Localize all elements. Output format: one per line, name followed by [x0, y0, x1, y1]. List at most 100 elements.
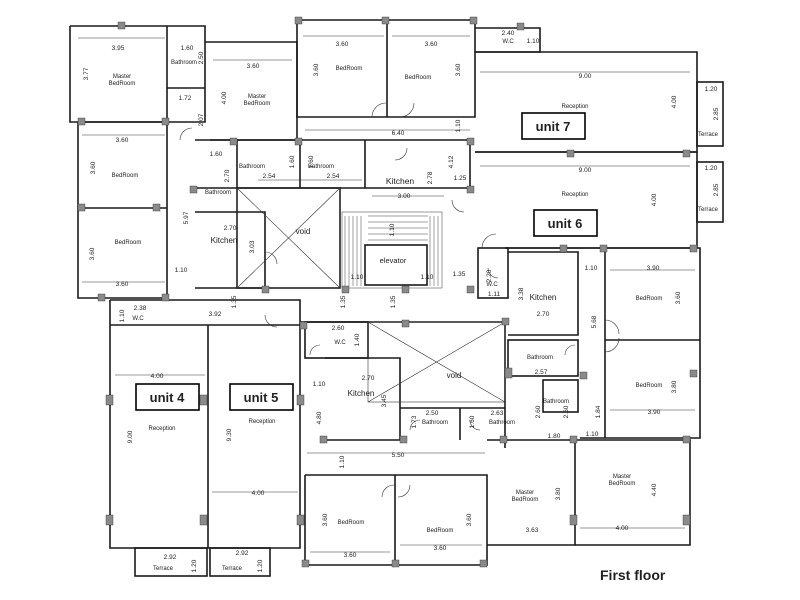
- dimension-label: 1.10: [389, 223, 396, 236]
- dimension-label: 1.35: [340, 295, 347, 308]
- room-label: Terrace: [698, 132, 719, 138]
- room-label: BedRoom: [115, 240, 142, 246]
- room-label: BedRoom: [427, 528, 454, 534]
- dimension-label: 1.10: [351, 274, 364, 281]
- room-label: Bathroom: [489, 420, 515, 426]
- dimension-label: 3.60: [90, 161, 97, 174]
- dimension-label: 2.92: [236, 550, 249, 557]
- dimension-label: 3.60: [116, 281, 129, 288]
- dimension-label: 4.00: [151, 373, 164, 380]
- room-labels: Master BedRoom Bathroom Master BedRoom B…: [109, 39, 719, 572]
- room-label: Terrace: [698, 207, 719, 213]
- void-areas: [236, 187, 506, 403]
- dimension-label: 4.00: [651, 193, 658, 206]
- dimension-label: 6.40: [392, 130, 405, 137]
- walls: [69, 19, 724, 577]
- dimension-label: 1.60: [210, 151, 223, 158]
- dimension-label: 3.60: [322, 513, 329, 526]
- dimension-label: 4.12: [448, 155, 455, 168]
- room-label: Kitchen: [348, 389, 375, 398]
- dimension-label: 4.00: [221, 91, 228, 104]
- dimension-label: 3.77: [83, 67, 90, 80]
- dimension-label: 3.95: [112, 45, 125, 52]
- room-label: BedRoom: [112, 173, 139, 179]
- dimension-label: 2.92: [164, 554, 177, 561]
- dimension-label: 3.92: [209, 311, 222, 318]
- room-label: elevator: [380, 256, 407, 265]
- dimension-label: 3.60: [247, 63, 260, 70]
- dimension-label: 2.78: [427, 171, 434, 184]
- dimension-label: 1.40: [354, 333, 361, 346]
- dimension-label: 5.50: [392, 452, 405, 459]
- dimension-label: 2.60: [535, 405, 542, 418]
- dimension-label: 3.60: [434, 545, 447, 552]
- dimension-label: 1.60: [181, 45, 194, 52]
- room-label: Reception: [561, 104, 588, 110]
- dimension-label: 3.60: [116, 137, 129, 144]
- dimension-label: 4.00: [671, 95, 678, 108]
- dimension-label: 2.60: [563, 405, 570, 418]
- dimension-label: 1.60: [308, 155, 315, 168]
- room-label: Bathroom: [239, 164, 265, 170]
- room-label: Reception: [148, 426, 175, 432]
- dimension-label: 2.20: [486, 269, 493, 282]
- dimension-label: 1.10: [586, 431, 599, 438]
- dimension-label: 4.00: [252, 490, 265, 497]
- doors: [179, 102, 620, 498]
- dimension-label: 2.07: [198, 113, 205, 126]
- room-label: Bathroom: [527, 355, 553, 361]
- dimension-label: 3.80: [671, 380, 678, 393]
- dimension-label: 1.35: [390, 295, 397, 308]
- dimension-label: 2.63: [491, 410, 504, 417]
- dimension-label: 2.54: [263, 173, 276, 180]
- room-label: Bathroom: [543, 399, 569, 405]
- dimension-label: 4.80: [316, 411, 323, 424]
- dimension-label: 1.35: [231, 295, 238, 308]
- dimension-label: 3.45: [381, 394, 388, 407]
- dimension-label: 9.00: [579, 167, 592, 174]
- dimension-label: 3.03: [249, 240, 256, 253]
- room-label: BedRoom: [609, 481, 636, 487]
- room-label: W.C: [486, 282, 498, 288]
- dimension-label: 2.54: [327, 173, 340, 180]
- dimension-label: 1.10: [175, 267, 188, 274]
- dimension-label: 1.80: [548, 433, 561, 440]
- room-label: Master: [113, 74, 131, 80]
- dimension-label: 1.11: [488, 291, 501, 298]
- room-label: Terrace: [222, 566, 243, 572]
- dimension-label: 2.38: [134, 305, 147, 312]
- unit-label-5: unit 5: [244, 390, 279, 405]
- room-label: BedRoom: [336, 66, 363, 72]
- room-label: Reception: [248, 419, 275, 425]
- dimension-label: 3.60: [455, 63, 462, 76]
- dimension-label: 1.10: [339, 455, 346, 468]
- room-label: BedRoom: [636, 383, 663, 389]
- unit-label-6: unit 6: [548, 216, 583, 231]
- room-label: Kitchen: [530, 293, 557, 302]
- dimension-label: 5.68: [591, 315, 598, 328]
- dimension-label: 1.72: [179, 95, 192, 102]
- dimension-label: 2.85: [713, 183, 720, 196]
- room-label: BedRoom: [109, 81, 136, 87]
- room-label: Kitchen: [386, 176, 415, 186]
- dimension-label: 3.60: [675, 291, 682, 304]
- dimension-label: 1.10: [527, 38, 540, 45]
- dimension-label: 3.63: [526, 527, 539, 534]
- room-label: Terrace: [153, 566, 174, 572]
- room-label: Reception: [561, 192, 588, 198]
- room-label: W.C: [502, 39, 514, 45]
- dimension-labels: 3.95 1.60 2.50 3.77 1.72 3.60 4.00 2.07 …: [83, 30, 720, 572]
- room-label: BedRoom: [244, 101, 271, 107]
- dimension-label: 1.10: [421, 274, 434, 281]
- room-label: BedRoom: [636, 296, 663, 302]
- dimension-label: 3.90: [648, 409, 661, 416]
- dimension-label: 2.50: [198, 51, 205, 64]
- dimension-label: 2.70: [362, 375, 375, 382]
- unit-label-7: unit 7: [536, 119, 571, 134]
- room-label: W.C: [132, 316, 144, 322]
- dimension-label: 3.60: [466, 513, 473, 526]
- room-label: void: [296, 227, 311, 236]
- room-label: Bathroom: [171, 60, 197, 66]
- dimension-label: 3.60: [425, 41, 438, 48]
